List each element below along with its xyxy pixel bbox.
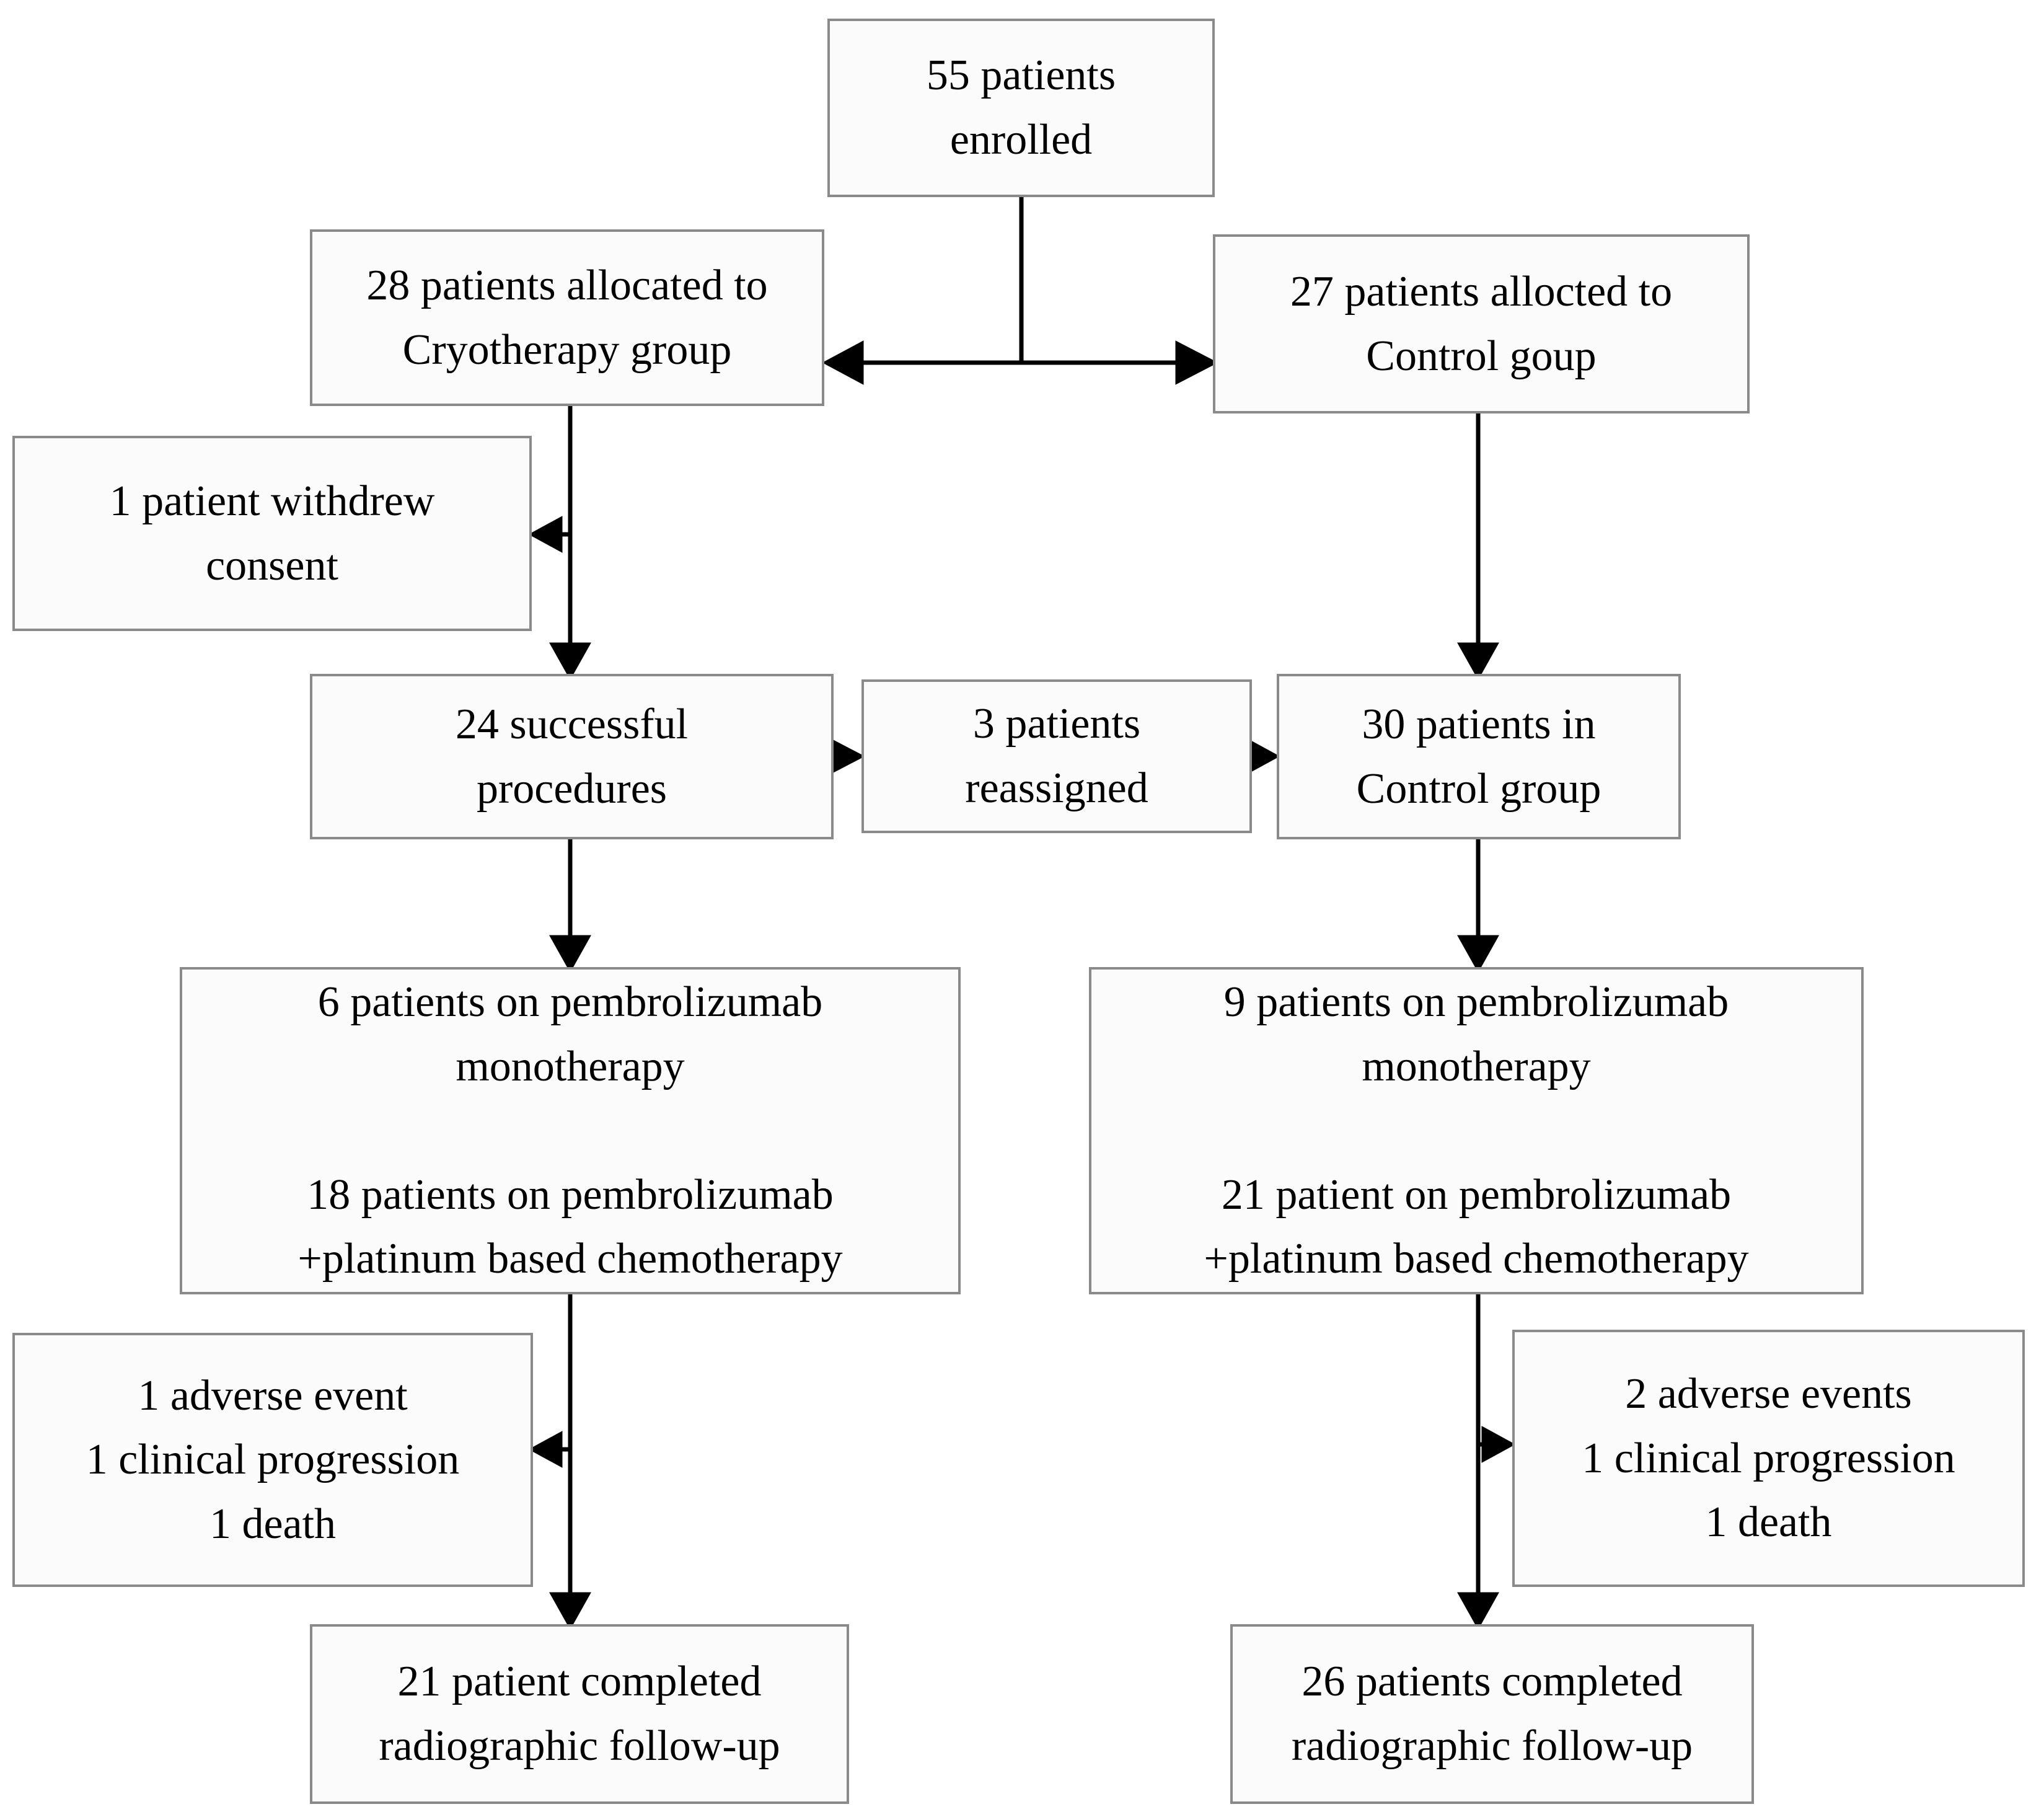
arrow-enrolled-split bbox=[822, 197, 1218, 385]
arrow-procedures-to-reassigned bbox=[829, 738, 865, 775]
node-cryotherapy-followup: 21 patient completed radiographic follow… bbox=[310, 1624, 849, 1804]
node-cryotherapy-treatment: 6 patients on pembrolizumab monotherapy … bbox=[180, 967, 961, 1294]
node-cryotherapy-allocation: 28 patients allocated to Cryotherapy gro… bbox=[310, 229, 824, 406]
node-control-followup: 26 patients completed radiographic follo… bbox=[1230, 1624, 1754, 1804]
arrow-cryo-to-procedures bbox=[549, 405, 591, 681]
node-cryotherapy-dropouts: 1 adverse event 1 clinical progression 1… bbox=[12, 1333, 533, 1587]
arrow-group-to-treatment bbox=[1457, 838, 1499, 973]
arrow-to-withdrew bbox=[528, 516, 570, 553]
arrow-cryo-treatment-to-followup bbox=[549, 1293, 591, 1630]
node-enrolled: 55 patients enrolled bbox=[827, 19, 1215, 197]
arrow-reassigned-to-control bbox=[1246, 738, 1280, 775]
node-patients-reassigned: 3 patients reassigned bbox=[861, 679, 1252, 833]
node-control-dropouts: 2 adverse events 1 clinical progression … bbox=[1512, 1330, 2025, 1587]
node-withdrew-consent: 1 patient withdrew consent bbox=[12, 436, 532, 631]
node-control-treatment: 9 patients on pembrolizumab monotherapy … bbox=[1089, 967, 1864, 1294]
node-control-allocation: 27 patients allocted to Control goup bbox=[1213, 234, 1750, 413]
node-successful-procedures: 24 successful procedures bbox=[310, 674, 834, 839]
node-control-group: 30 patients in Control group bbox=[1277, 674, 1681, 839]
arrow-to-dropout-cryo bbox=[528, 1431, 570, 1468]
arrow-procedures-to-treatment bbox=[549, 838, 591, 973]
arrow-to-dropout-control bbox=[1478, 1426, 1516, 1463]
arrow-control-treatment-to-followup bbox=[1457, 1293, 1499, 1630]
arrow-control-to-group bbox=[1457, 412, 1499, 681]
